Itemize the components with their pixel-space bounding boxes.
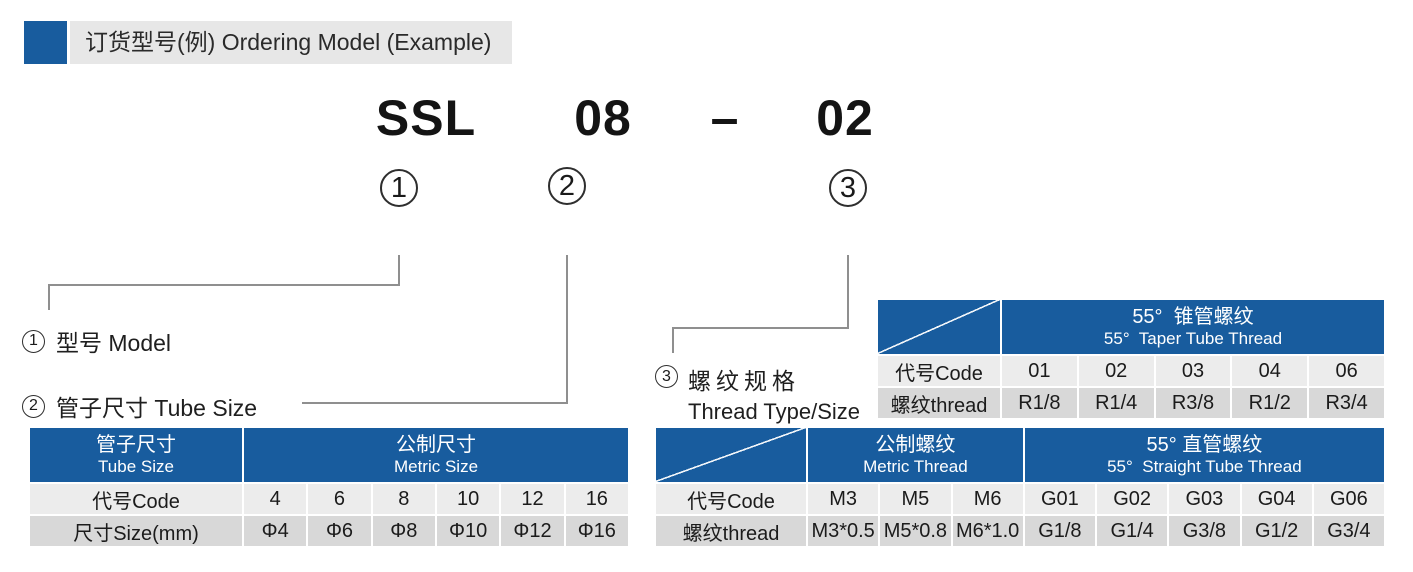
connector-1-vline	[398, 255, 400, 286]
row-label: 螺纹thread	[656, 516, 806, 546]
table-cell: G3/4	[1313, 516, 1384, 546]
table-cell: G1/4	[1097, 516, 1168, 546]
marker-1-number: 1	[390, 171, 408, 204]
metric-size-header-cell: 公制尺寸 Metric Size	[244, 428, 628, 482]
diagonal-header-cell	[656, 428, 806, 482]
marker-1-circle: 1	[380, 169, 418, 207]
tube-size-header-cell: 管子尺寸 Tube Size	[30, 428, 242, 482]
legend-item-tube-size: 2 管子尺寸 Tube Size	[22, 389, 257, 423]
connector-3-vline	[847, 255, 849, 329]
table-cell: 8	[372, 484, 435, 514]
table-cell: M3*0.5	[808, 516, 879, 546]
table-cell: G06	[1313, 484, 1384, 514]
straight-thread-header-zh: 55° 直管螺纹	[1146, 433, 1263, 456]
table-cell: Φ16	[565, 516, 628, 546]
table-cell: Φ10	[436, 516, 500, 546]
table-cell: G02	[1097, 484, 1168, 514]
table-cell: G03	[1169, 484, 1240, 514]
table-cell: G3/8	[1169, 516, 1240, 546]
table-cell: 10	[436, 484, 500, 514]
metric-size-header-en: Metric Size	[393, 456, 479, 476]
table-cell: M5*0.8	[880, 516, 951, 546]
tube-size-header-zh: 管子尺寸	[96, 433, 176, 456]
table-cell: M5	[880, 484, 951, 514]
table-cell: Φ4	[244, 516, 307, 546]
row-label: 代号Code	[656, 484, 806, 514]
marker-2-circle: 2	[548, 167, 586, 205]
table-cell: R1/2	[1232, 388, 1308, 418]
straight-thread-header-cell: 55° 直管螺纹 55° Straight Tube Thread	[1024, 428, 1384, 482]
table-cell: 16	[565, 484, 628, 514]
thread-type-table: 公制螺纹 Metric Thread 55° 直管螺纹 55° Straight…	[656, 428, 1384, 546]
table-cell: R1/8	[1002, 388, 1077, 418]
table-cell: R3/4	[1309, 388, 1384, 418]
table-cell: 04	[1232, 356, 1308, 386]
table-cell: 6	[308, 484, 371, 514]
taper-thread-header-cell: 55° 锥管螺纹 55° Taper Tube Thread	[1002, 300, 1384, 354]
legend-2-number: 2	[29, 397, 38, 414]
model-code-dash: –	[710, 90, 740, 146]
connector-1-vline-end	[48, 284, 50, 310]
row-label: 尺寸Size(mm)	[30, 516, 242, 546]
metric-thread-header-cell: 公制螺纹 Metric Thread	[808, 428, 1023, 482]
connector-2-vline	[566, 255, 568, 404]
legend-2-label: 管子尺寸 Tube Size	[56, 395, 258, 421]
table-cell: G1/2	[1241, 516, 1312, 546]
row-label: 代号Code	[878, 356, 1000, 386]
table-cell: 02	[1078, 356, 1154, 386]
legend-2-circle: 2	[22, 394, 45, 418]
marker-3-number: 3	[839, 171, 857, 204]
connector-3-vline-end	[672, 327, 674, 353]
table-cell: M3	[808, 484, 879, 514]
legend-1-number: 1	[29, 332, 38, 349]
table-cell: 03	[1155, 356, 1231, 386]
metric-thread-header-en: Metric Thread	[863, 456, 968, 476]
legend-item-model: 1 型号 Model	[22, 324, 171, 358]
model-code-thread: 02	[816, 90, 874, 146]
section-title: 订货型号(例) Ordering Model (Example)	[85, 29, 492, 55]
table-cell: R1/4	[1078, 388, 1154, 418]
legend-item-thread-spec: 3 螺纹规格 Thread Type/Size	[655, 362, 860, 425]
section-title-bar: 订货型号(例) Ordering Model (Example)	[70, 21, 512, 64]
legend-1-label: 型号 Model	[56, 330, 172, 356]
model-code-series: SSL	[375, 90, 477, 146]
legend-3-number: 3	[662, 367, 671, 385]
table-cell: G1/8	[1024, 516, 1095, 546]
legend-1-circle: 1	[22, 329, 45, 353]
table-cell: G04	[1241, 484, 1312, 514]
diagonal-header-cell	[878, 300, 1000, 354]
taper-thread-table: 55° 锥管螺纹 55° Taper Tube Thread 代号Code 01…	[878, 300, 1384, 418]
table-cell: R3/8	[1155, 388, 1231, 418]
connector-1-hline	[48, 284, 400, 286]
metric-thread-header-zh: 公制螺纹	[875, 433, 956, 456]
row-label: 螺纹thread	[878, 388, 1000, 418]
table-cell: Φ8	[372, 516, 435, 546]
connector-2-hline	[302, 402, 568, 404]
accent-square-icon	[24, 21, 67, 64]
tube-size-header-en: Tube Size	[98, 456, 174, 476]
metric-size-header-zh: 公制尺寸	[395, 433, 476, 456]
table-cell: M6	[952, 484, 1023, 514]
taper-thread-header-en: 55° Taper Tube Thread	[1103, 328, 1283, 348]
legend-3-label-en: Thread Type/Size	[688, 399, 861, 424]
table-cell: M6*1.0	[952, 516, 1023, 546]
table-cell: Φ6	[308, 516, 371, 546]
legend-3-circle: 3	[655, 365, 678, 388]
table-cell: 12	[501, 484, 564, 514]
model-code-tube-size: 08	[574, 90, 632, 146]
table-cell: 4	[244, 484, 307, 514]
legend-3-label-zh: 螺纹规格	[688, 368, 800, 394]
tube-size-table: 管子尺寸 Tube Size 公制尺寸 Metric Size 代号Code 4…	[30, 428, 628, 546]
table-cell: G01	[1024, 484, 1095, 514]
marker-3-circle: 3	[829, 169, 867, 207]
table-cell: Φ12	[501, 516, 564, 546]
straight-thread-header-en: 55° Straight Tube Thread	[1107, 456, 1302, 476]
connector-3-hline	[672, 327, 849, 329]
taper-thread-header-zh: 55° 锥管螺纹	[1132, 305, 1254, 328]
row-label: 代号Code	[30, 484, 242, 514]
marker-2-number: 2	[558, 169, 576, 202]
table-cell: 01	[1002, 356, 1077, 386]
table-cell: 06	[1309, 356, 1384, 386]
